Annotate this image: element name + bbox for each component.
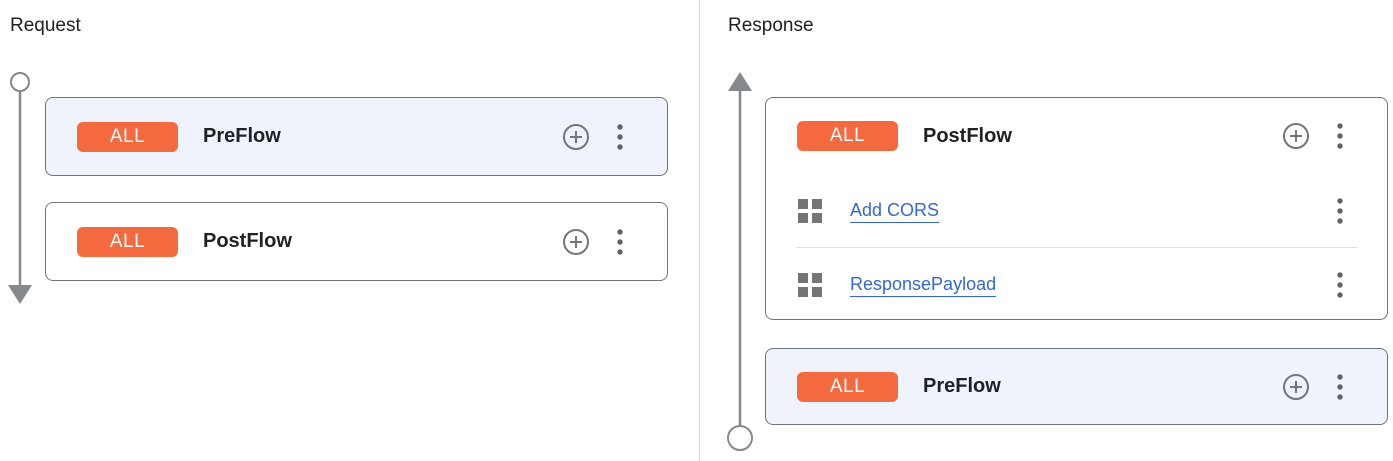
flow-header: ALL PostFlow	[46, 203, 667, 280]
response-flow-arrow	[727, 72, 753, 451]
more-vert-icon	[1337, 271, 1343, 298]
request-flow-arrow	[8, 72, 32, 304]
add-policy-button[interactable]	[1282, 122, 1310, 150]
add-policy-button[interactable]	[562, 123, 590, 151]
flow-header: ALL PreFlow	[46, 98, 667, 175]
more-vert-icon	[1337, 197, 1343, 224]
flow-menu-button[interactable]	[1337, 121, 1343, 151]
policy-grid-icon	[798, 198, 822, 223]
plus-circle-icon	[1283, 123, 1309, 149]
response-panel-title: Response	[728, 15, 814, 36]
condition-all-badge: ALL	[797, 371, 898, 402]
policy-row-separator	[796, 247, 1357, 248]
policy-row: Add CORS	[766, 174, 1387, 247]
flow-menu-button[interactable]	[1337, 372, 1343, 402]
flow-name: PreFlow	[923, 375, 1001, 397]
request-preflow-card[interactable]: ALL PreFlow	[45, 97, 668, 176]
flow-name: PreFlow	[203, 125, 281, 147]
policy-grid-icon	[798, 272, 822, 297]
condition-all-badge: ALL	[77, 121, 178, 152]
more-vert-icon	[617, 123, 623, 150]
response-postflow-card[interactable]: ALL PostFlow	[765, 97, 1388, 320]
more-vert-icon	[1337, 123, 1343, 149]
plus-circle-icon	[1283, 373, 1309, 400]
policy-link-add-cors[interactable]: Add CORS	[850, 200, 940, 220]
condition-all-badge: ALL	[797, 121, 898, 151]
policy-link-responsepayload[interactable]: ResponsePayload	[850, 274, 997, 294]
request-postflow-card[interactable]: ALL PostFlow	[45, 202, 668, 281]
policy-row: ResponsePayload	[766, 248, 1387, 321]
more-vert-icon	[617, 228, 623, 255]
add-policy-button[interactable]	[1282, 373, 1310, 401]
flow-header: ALL PreFlow	[766, 349, 1387, 424]
plus-circle-icon	[563, 123, 589, 150]
add-policy-button[interactable]	[562, 228, 590, 256]
policy-menu-button[interactable]	[1337, 196, 1343, 226]
flow-menu-button[interactable]	[617, 227, 623, 257]
plus-circle-icon	[563, 228, 589, 255]
flow-header: ALL PostFlow	[766, 98, 1387, 174]
flow-name: PostFlow	[923, 124, 1012, 147]
policy-menu-button[interactable]	[1337, 270, 1343, 300]
more-vert-icon	[1337, 373, 1343, 400]
flow-name: PostFlow	[203, 230, 292, 252]
condition-all-badge: ALL	[77, 226, 178, 257]
request-panel-title: Request	[10, 15, 81, 36]
panel-divider	[699, 0, 700, 461]
response-preflow-card[interactable]: ALL PreFlow	[765, 348, 1388, 425]
flow-menu-button[interactable]	[617, 122, 623, 152]
